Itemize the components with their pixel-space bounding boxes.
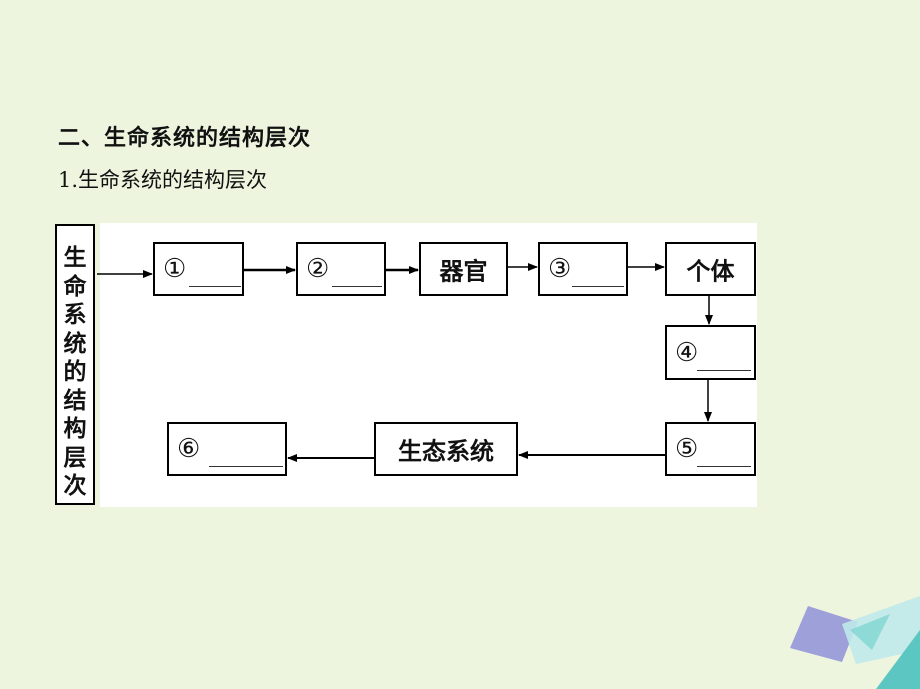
fill-blank-line	[697, 466, 751, 467]
blank-box-2: ②	[296, 242, 386, 296]
circled-number-6: ⑥	[177, 434, 201, 464]
fill-blank-line	[572, 286, 624, 287]
section-subheading: 1.生命系统的结构层次	[58, 168, 268, 192]
fill-blank-line	[209, 466, 283, 467]
side-label: 生 命 系 统 的 结 构 层 次	[57, 244, 93, 501]
fill-blank-line	[332, 286, 382, 287]
blank-box-1: ①	[153, 242, 244, 296]
side-label-char: 次	[63, 472, 87, 499]
deco-teal-shape	[876, 630, 920, 689]
side-label-char: 生	[63, 244, 87, 271]
circled-number-5: ⑤	[675, 434, 699, 464]
ecosystem-box: 生态系统	[374, 422, 518, 476]
circled-number-2: ②	[306, 254, 330, 284]
deco-teal-strip	[850, 614, 890, 650]
organ-box: 器官	[419, 242, 508, 296]
individual-box: 个体	[665, 242, 756, 296]
blank-box-6: ⑥	[167, 422, 287, 476]
side-label-char: 统	[63, 329, 87, 357]
side-label-char: 命	[63, 272, 87, 300]
blank-box-4: ④	[665, 325, 756, 380]
side-label-char: 构	[63, 415, 87, 442]
side-label-char: 层	[63, 443, 87, 471]
side-label-char: 系	[63, 301, 87, 328]
circled-number-3: ③	[548, 254, 572, 284]
circled-number-1: ①	[163, 254, 187, 284]
individual-label: 个体	[686, 256, 735, 286]
side-label-box: 生 命 系 统 的 结 构 层 次	[55, 224, 95, 505]
fill-blank-line	[189, 286, 241, 287]
section-heading: 二、生命系统的结构层次	[58, 126, 312, 151]
blank-box-5: ⑤	[665, 422, 756, 476]
side-label-char: 的	[63, 358, 87, 385]
blank-box-3: ③	[538, 242, 628, 296]
deco-purple-shape	[790, 606, 858, 662]
fill-blank-line	[697, 370, 751, 371]
circled-number-4: ④	[675, 337, 699, 368]
organ-label: 器官	[439, 256, 488, 286]
side-label-char: 结	[63, 386, 87, 414]
ecosystem-label: 生态系统	[398, 436, 494, 466]
